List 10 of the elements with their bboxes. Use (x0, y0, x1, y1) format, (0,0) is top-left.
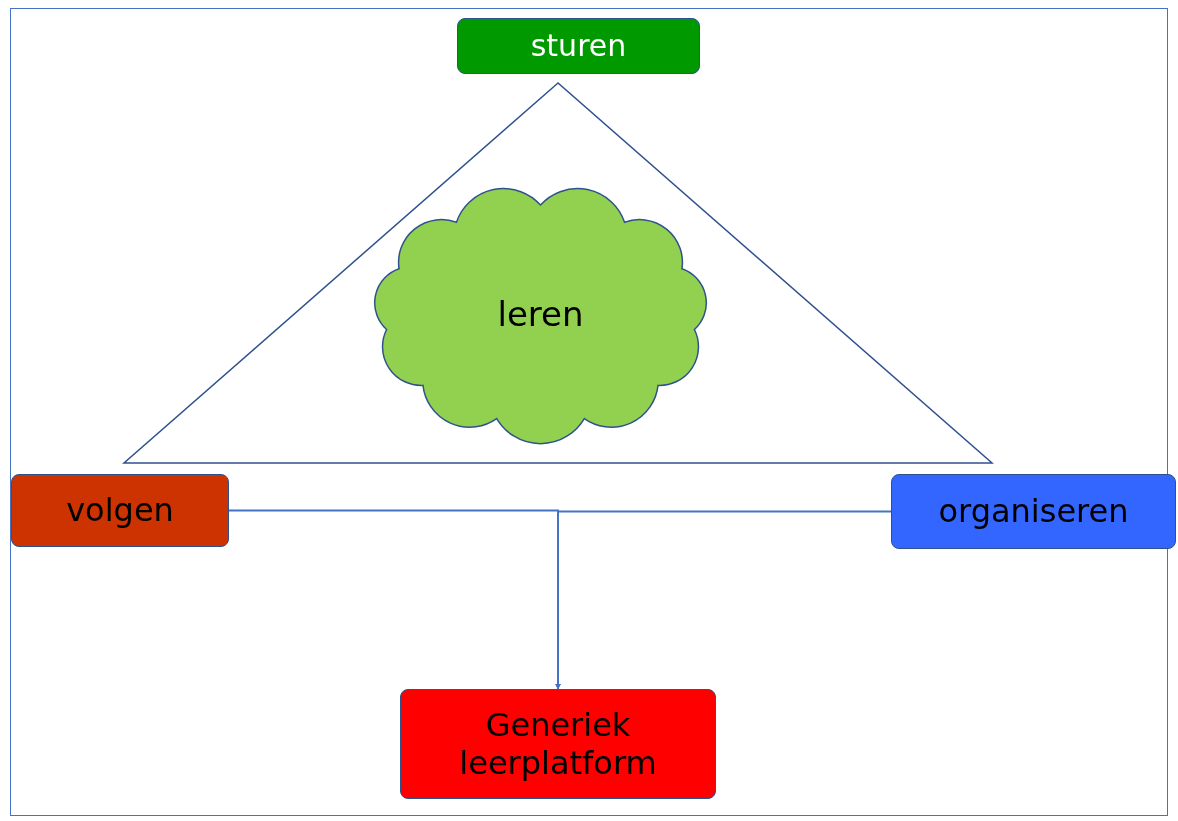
node-label: sturen (530, 28, 627, 64)
node-label: organiseren (938, 492, 1129, 531)
node-label: Generiek leerplatform (458, 705, 658, 783)
node-label: volgen (66, 491, 174, 530)
node-label: leren (497, 293, 584, 335)
connector-arrow (555, 510, 892, 690)
process-box (457, 18, 700, 74)
process-box (400, 689, 716, 799)
process-box (891, 474, 1176, 549)
process-box (11, 474, 229, 547)
